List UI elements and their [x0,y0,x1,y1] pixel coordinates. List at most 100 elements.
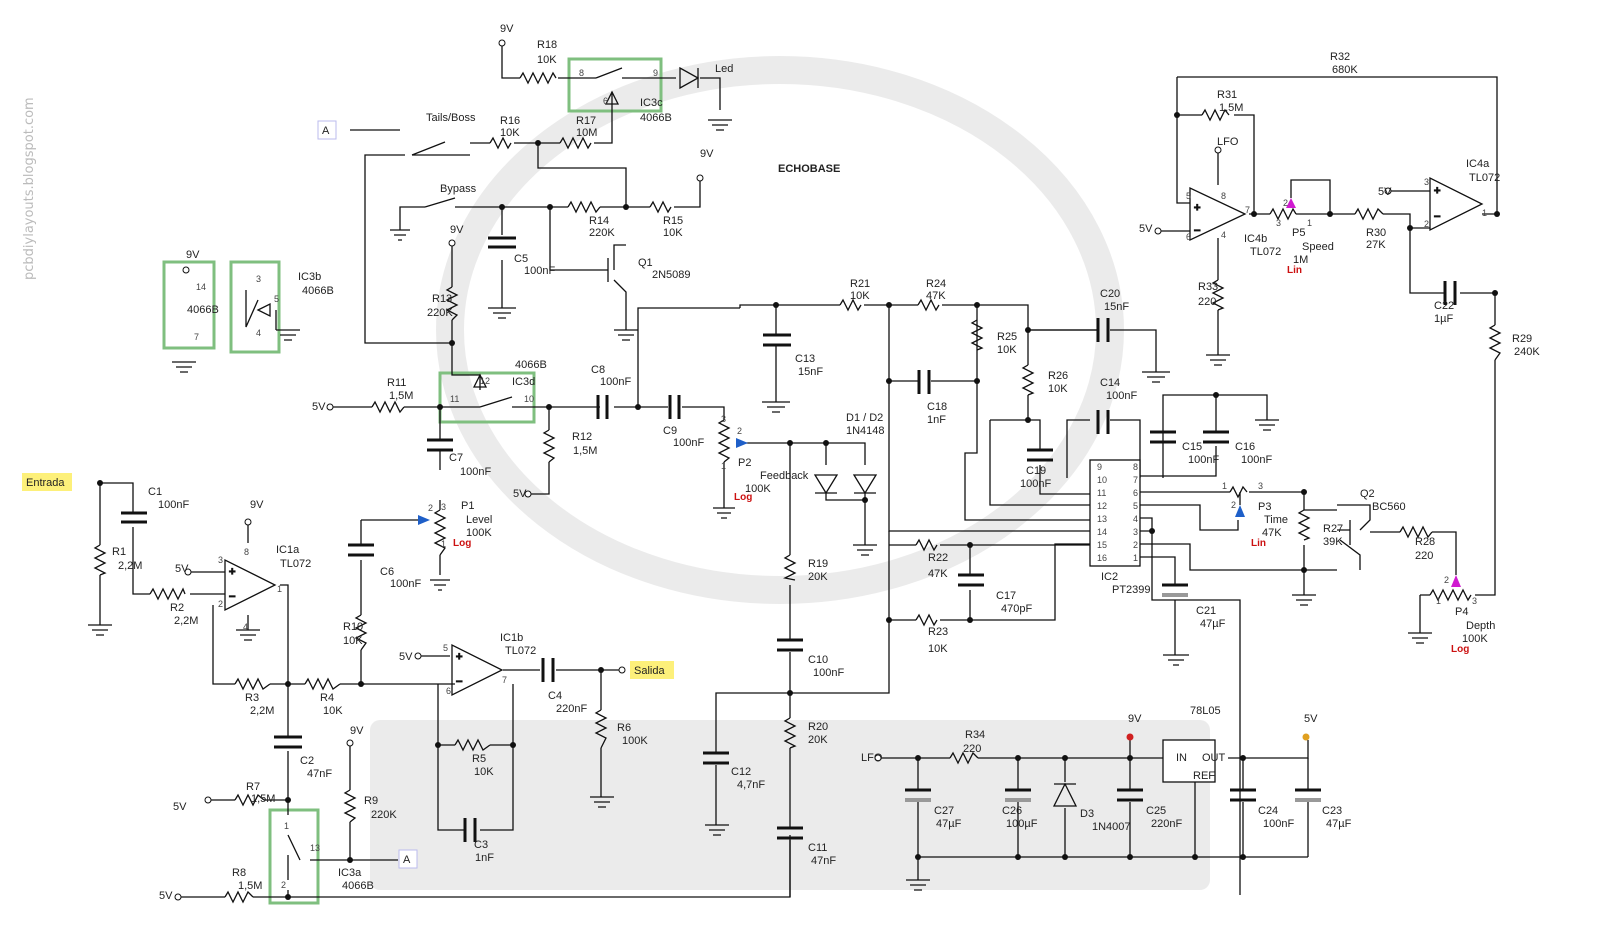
component-label: 100nF [673,437,704,449]
component-label: 220 [1415,550,1433,562]
pin-number: 3 [1472,596,1477,606]
io-label-box [630,661,674,679]
component-label: 470pF [1001,603,1032,615]
pin-number: 1 [721,461,726,471]
component-label: 1,5M [1219,102,1243,114]
component-label: C27 [934,805,954,817]
pin-number: 2 [281,880,286,890]
component-label: R17 [576,115,596,127]
component-label: 100K [745,483,771,495]
pin-number: 13 [310,843,320,853]
transistors [607,258,1351,545]
component-label: C22 [1434,300,1454,312]
component-label: R20 [808,721,828,733]
svg-text:+: + [1194,202,1200,214]
component-label: 4066B [640,112,672,124]
component-label: 9V [1128,713,1142,725]
component-label: IC1b [500,632,523,644]
switches [245,67,623,880]
component-label: C3 [474,839,488,851]
pin-number: 6 [446,686,451,696]
component-label: 4066B [515,359,547,371]
component-label: 10K [537,54,557,66]
component-label: 47nF [811,855,836,867]
component-label: 47K [926,290,946,302]
pot-wipers [418,198,1461,587]
pin-number: 6 [1133,488,1138,498]
component-label: 10K [663,227,683,239]
component-label: R15 [663,215,683,227]
pin-number: 1 [1307,218,1312,228]
component-label: Feedback [760,470,809,482]
component-label: IC3a [338,867,362,879]
component-label: 220nF [556,703,587,715]
component-label: 100nF [813,667,844,679]
pin-number: 3 [218,555,223,565]
pin-number: 7 [502,675,507,685]
svg-text:+: + [229,566,235,578]
component-label: 100nF [524,265,555,277]
component-label: Level [466,514,492,526]
component-label: TL072 [505,645,536,657]
component-label: REF [1193,770,1215,782]
component-label: 47K [1262,527,1282,539]
component-label: 15nF [1104,301,1129,313]
component-label: TL072 [280,558,311,570]
component-label: 10K [850,290,870,302]
component-label: 10M [576,127,597,139]
junction-dots [97,112,1500,900]
component-label: 4066B [302,285,334,297]
component-label: IC4a [1466,158,1490,170]
component-label: C25 [1146,805,1166,817]
pin-number: 4 [243,622,248,632]
component-label: C15 [1182,441,1202,453]
component-label: 1N4148 [846,425,885,437]
component-label: 240K [1514,346,1540,358]
resistors [93,71,1502,904]
component-label: R14 [589,215,609,227]
component-label: 4066B [187,304,219,316]
pin-number: 12 [480,376,490,386]
pin-number: 1 [1482,208,1487,218]
component-label: 10K [323,705,343,717]
capacitors [121,236,1457,842]
component-label: 39K [1323,536,1343,548]
component-label: 100K [466,527,492,539]
component-label: C18 [927,401,947,413]
component-label: R8 [232,867,246,879]
component-label: 27K [1366,239,1386,251]
pin-number: 3 [1258,481,1263,491]
component-label: R34 [965,729,985,741]
component-label: Q2 [1360,488,1375,500]
component-label: D3 [1080,808,1094,820]
pt2399-chip [1089,459,1141,567]
pin-number: 2 [1424,219,1429,229]
component-label: 220 [963,743,981,755]
component-label: R7 [246,781,260,793]
component-label: 2,2M [250,705,274,717]
pin-number: 10 [1097,475,1107,485]
component-label: 100nF [1188,454,1219,466]
component-label: P4 [1455,606,1468,618]
component-label: R6 [617,722,631,734]
component-label: 10K [1048,383,1068,395]
pin-number: 11 [1097,488,1106,498]
pin-number: 7 [194,332,199,342]
pin-number: 3 [256,274,261,284]
svg-text:−: − [1194,225,1200,237]
pin-number: 16 [1097,553,1107,563]
component-label: 47nF [307,768,332,780]
component-label: TL072 [1469,172,1500,184]
component-label: 220K [371,809,397,821]
component-label: 100K [1462,633,1488,645]
io-label: A [403,854,411,866]
component-label: 100nF [600,376,631,388]
pin-number: 5 [274,294,279,304]
pin-number: 2 [428,503,433,513]
component-label: PT2399 [1112,584,1151,596]
component-label: 1,5M [238,880,262,892]
component-label: R24 [926,278,946,290]
component-label: C21 [1196,605,1216,617]
component-label: R23 [928,626,948,638]
